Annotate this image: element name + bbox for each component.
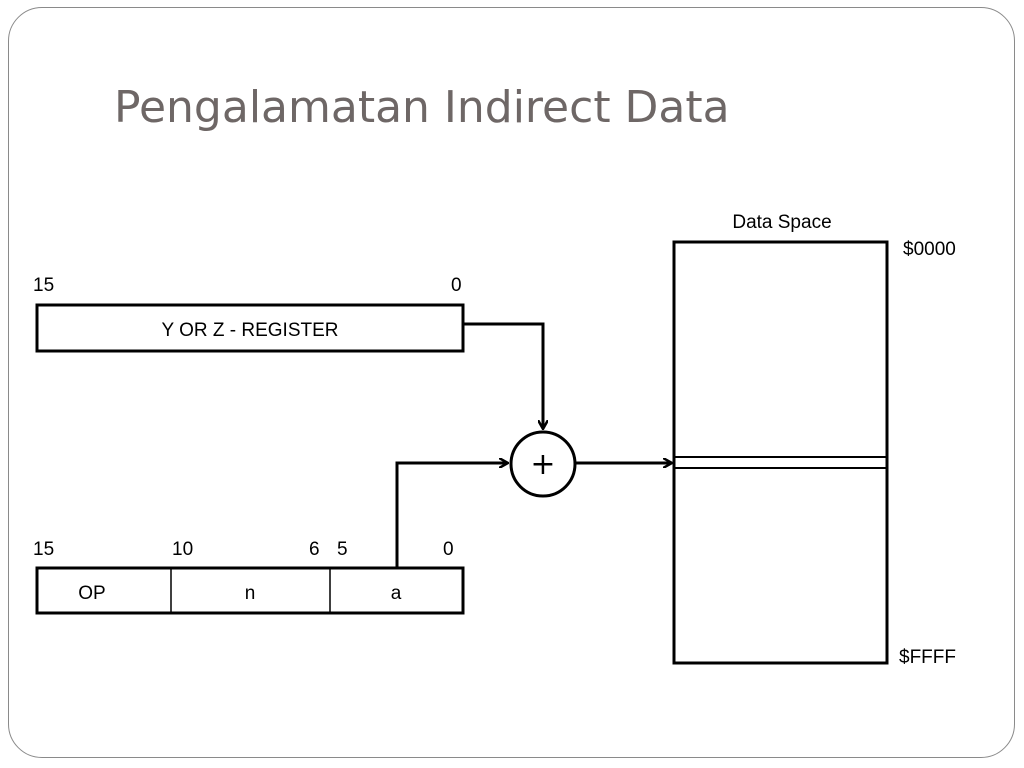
data-space-address-top: $0000 <box>903 239 956 260</box>
adder-plus-icon: + <box>530 447 555 482</box>
data-space-title: Data Space <box>732 212 831 233</box>
displacement-to-adder-arrow <box>395 463 507 568</box>
register-label: Y OR Z - REGISTER <box>161 320 338 341</box>
register-to-adder-arrow <box>463 322 543 428</box>
register-bit-low-label: 0 <box>451 275 462 296</box>
instruction-field-n: n <box>245 583 256 604</box>
instruction-field-a: a <box>391 583 402 604</box>
register-bit-high-label: 15 <box>33 275 54 296</box>
slide-title: Pengalamatan Indirect Data <box>114 82 730 133</box>
instruction-bit-10-label: 10 <box>172 539 193 560</box>
data-space-address-bottom: $FFFF <box>899 647 956 668</box>
instruction-bit-15-label: 15 <box>33 539 54 560</box>
instruction-field-op: OP <box>78 583 105 604</box>
instruction-bit-6-label: 6 <box>309 539 320 560</box>
data-space-box <box>672 240 889 665</box>
register-box <box>35 303 465 353</box>
instruction-bit-0-label: 0 <box>443 539 454 560</box>
instruction-box <box>35 566 465 615</box>
instruction-bit-5-label: 5 <box>337 539 348 560</box>
